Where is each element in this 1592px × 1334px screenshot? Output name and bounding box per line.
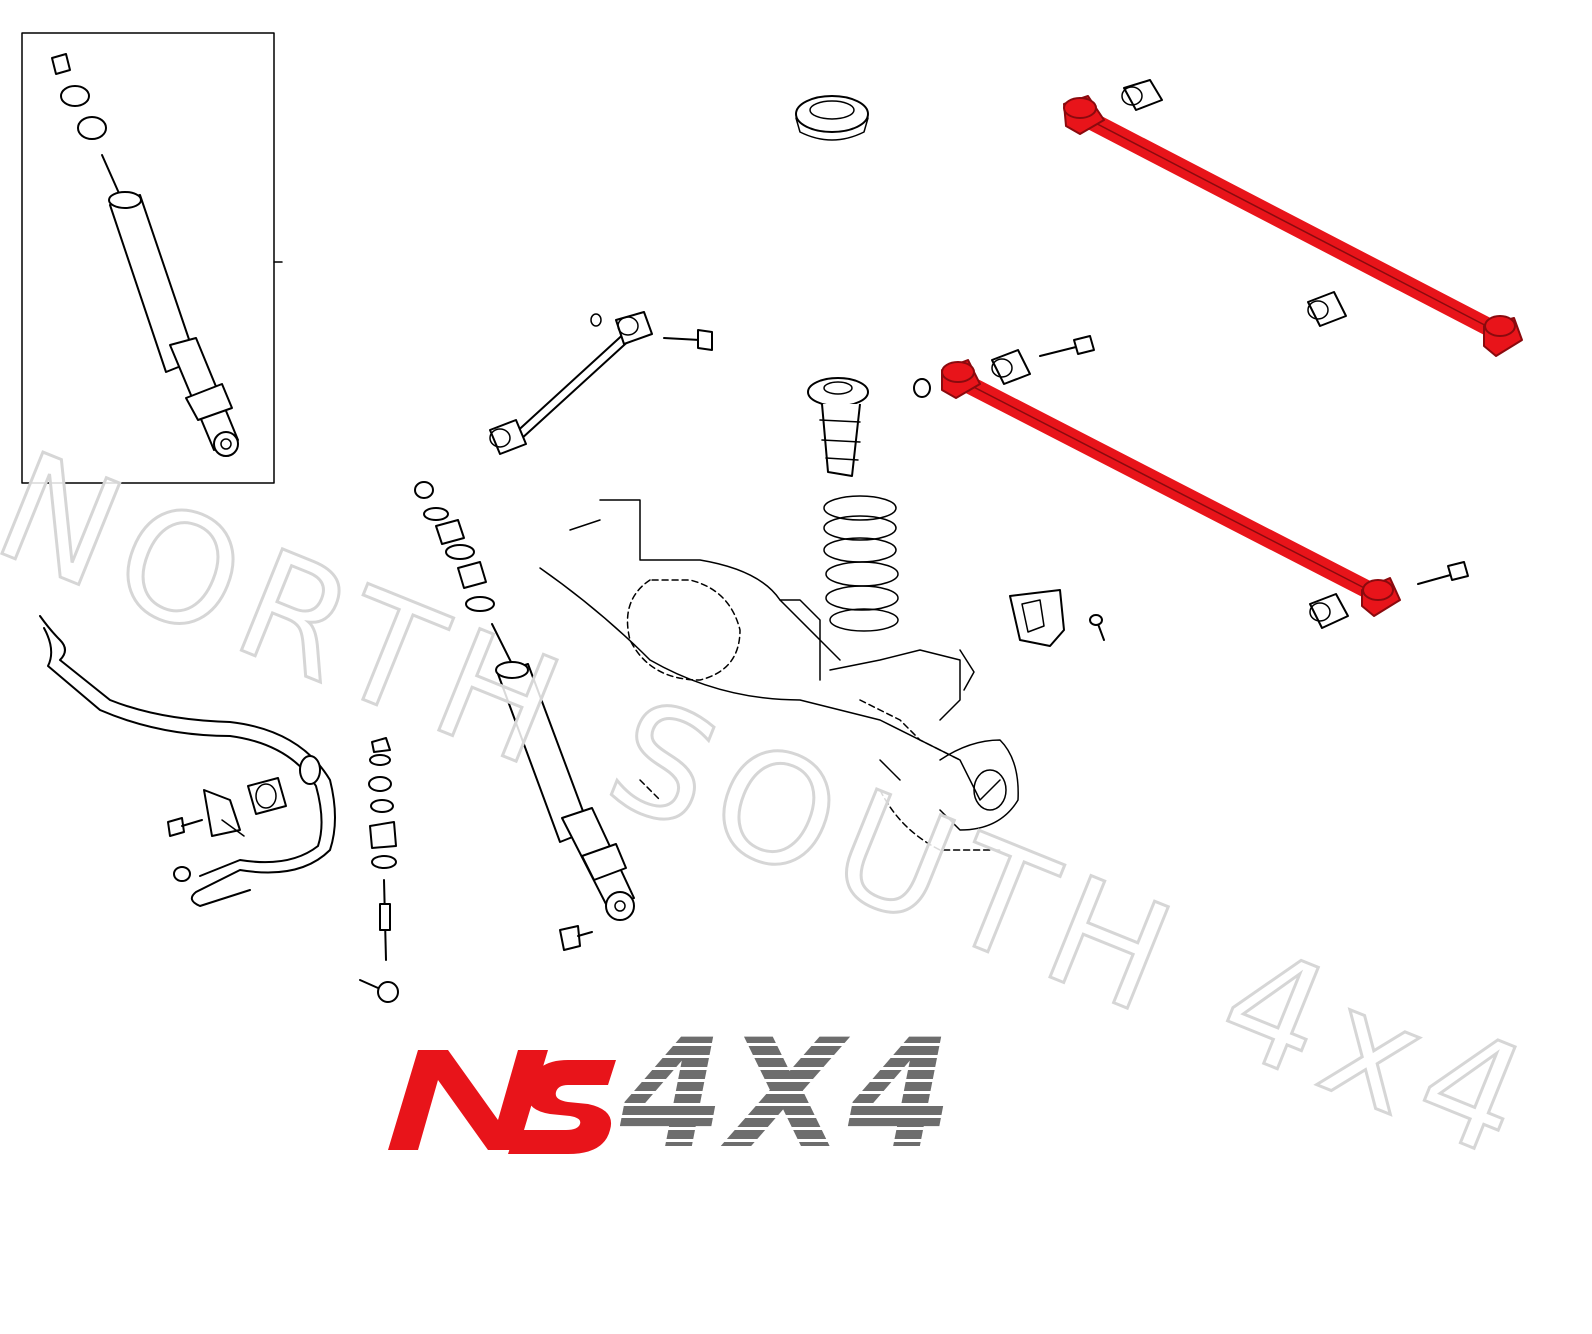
coil-spring-icon — [823, 495, 899, 632]
logo-ns-mark — [388, 1050, 616, 1154]
bushing-icon — [247, 777, 287, 815]
sway-bar-icon — [39, 615, 336, 907]
bolt-icon — [1417, 561, 1469, 585]
bushing-icon — [1307, 291, 1347, 327]
bolt-icon — [1089, 614, 1105, 641]
nut-icon — [51, 53, 71, 75]
bushing-icon — [1309, 593, 1349, 629]
bump-stop-icon — [807, 377, 869, 477]
bushing-icon — [1121, 79, 1163, 111]
spring-seat-icon — [795, 95, 869, 141]
sway-link-icon — [359, 737, 399, 1003]
bushing-icon — [77, 116, 107, 140]
shock-absorber-icon — [414, 481, 635, 921]
lower-control-arm[interactable] — [941, 359, 1401, 617]
bracket-icon — [1009, 589, 1065, 647]
bushing-icon — [991, 349, 1031, 385]
lateral-rod — [489, 311, 653, 455]
bracket-icon — [203, 789, 245, 837]
bolt-icon — [1039, 335, 1095, 357]
bolt-icon — [663, 329, 713, 351]
bolt-icon — [559, 925, 593, 951]
nut-icon — [913, 378, 931, 398]
shock-absorber-icon — [101, 154, 239, 457]
inset-shock-box — [21, 32, 283, 484]
axle-housing — [539, 499, 1019, 851]
upper-control-arm[interactable] — [1063, 95, 1523, 357]
bushing-icon — [60, 85, 90, 107]
logo-4x4-text: 4X4 — [620, 1008, 957, 1182]
bolt-icon — [167, 817, 203, 837]
nut-icon — [173, 866, 191, 882]
